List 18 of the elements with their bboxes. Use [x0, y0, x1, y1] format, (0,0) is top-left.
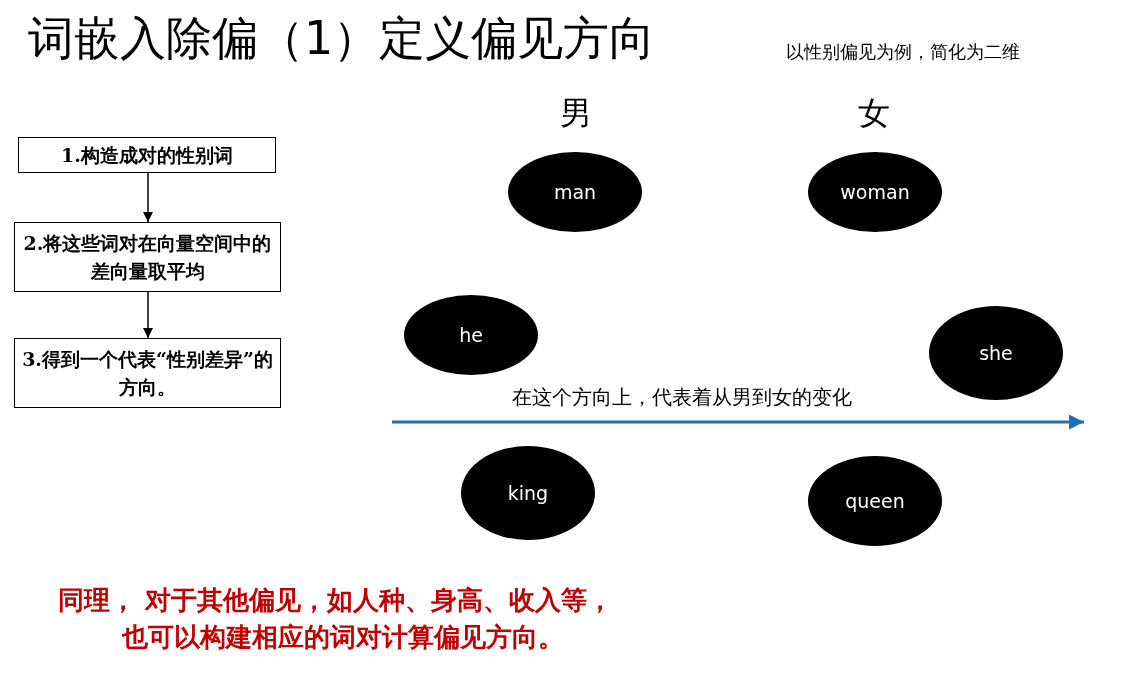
arrow [142, 291, 154, 339]
word-ellipse: he [404, 295, 538, 375]
word-ellipse: king [461, 446, 595, 540]
word-ellipse: man [508, 152, 642, 232]
axis-label: 男 [560, 93, 592, 134]
process-box: 2.将这些词对在向量空间中的差向量取平均 [14, 222, 281, 292]
note-text: 同理， 对于其他偏见，如人种、身高、收入等， [58, 584, 614, 617]
note-text: 也可以构建相应的词对计算偏见方向。 [122, 621, 564, 654]
slide-title: 词嵌入除偏（1）定义偏见方向 [28, 10, 656, 67]
axis-label: 女 [858, 93, 890, 134]
process-box: 3.得到一个代表“性别差异”的方向。 [14, 338, 281, 408]
side-note: 以性别偏见为例，简化为二维 [786, 40, 1020, 64]
process-box: 1.构造成对的性别词 [18, 137, 276, 173]
arrow-caption: 在这个方向上，代表着从男到女的变化 [512, 384, 852, 411]
arrow [142, 172, 154, 223]
word-ellipse: queen [808, 456, 942, 546]
word-ellipse: she [929, 306, 1063, 400]
word-ellipse: woman [808, 152, 942, 232]
